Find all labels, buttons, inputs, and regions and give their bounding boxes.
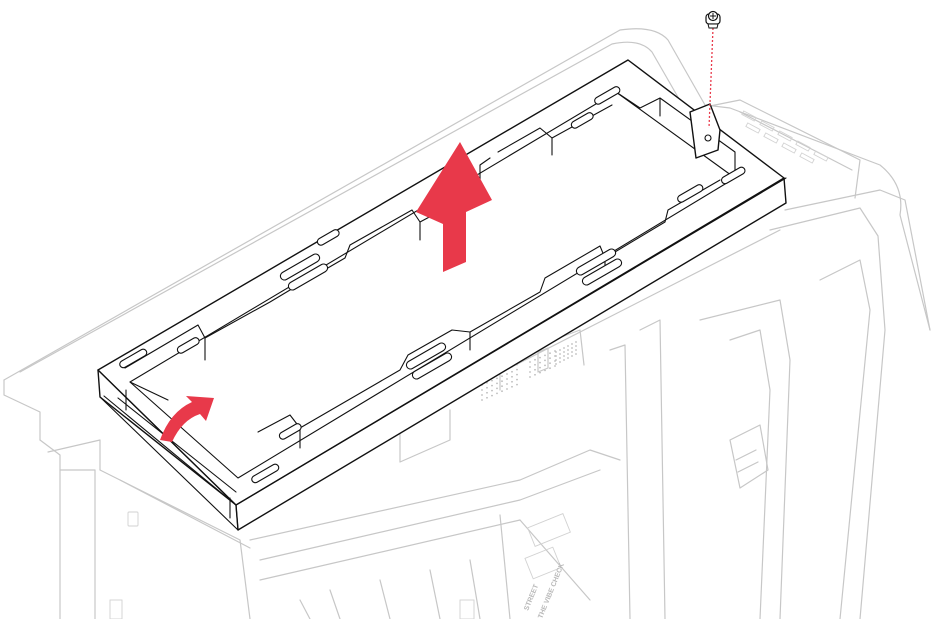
perforation-dot bbox=[563, 355, 565, 357]
perforation-dot bbox=[575, 341, 577, 343]
perforation-dot bbox=[506, 388, 508, 390]
perforation-dot bbox=[496, 377, 498, 380]
perforation-dot bbox=[511, 370, 513, 373]
perforation-dot bbox=[555, 359, 557, 361]
top-vents bbox=[741, 110, 829, 164]
perforation-dot bbox=[511, 385, 513, 388]
perforation-dot bbox=[529, 366, 531, 368]
perforation-dot bbox=[496, 387, 498, 390]
perforation-dot bbox=[496, 392, 498, 395]
perforation-dot bbox=[575, 353, 577, 355]
bracket-slots bbox=[119, 86, 746, 484]
perforation-dot bbox=[511, 375, 513, 378]
perforation-dot bbox=[549, 357, 551, 360]
perforation-dot bbox=[549, 367, 551, 370]
perforation-dot bbox=[544, 354, 546, 357]
perforation-dot bbox=[567, 353, 569, 355]
perforation-dot bbox=[575, 349, 577, 351]
case-engraving-line-2: THE VIBE CHECK bbox=[537, 562, 566, 619]
perforation-dot bbox=[486, 391, 488, 394]
perforation-dot bbox=[506, 383, 508, 385]
perforation-dot bbox=[539, 356, 541, 359]
perforation-dot bbox=[559, 357, 561, 359]
perforation-dot bbox=[506, 373, 508, 375]
perforation-dot bbox=[516, 383, 518, 386]
perforation-dot bbox=[516, 373, 518, 376]
perforation-dot bbox=[491, 389, 493, 392]
perforation-dot bbox=[571, 355, 573, 357]
perforation-dot bbox=[511, 380, 513, 383]
perforation-dot bbox=[506, 378, 508, 380]
perforation-dot bbox=[516, 368, 518, 371]
perforation-dot bbox=[567, 357, 569, 359]
perforation-dot bbox=[563, 347, 565, 349]
perforation-dot bbox=[571, 347, 573, 349]
perforation-dot bbox=[567, 345, 569, 347]
perforation-dot bbox=[549, 362, 551, 365]
perforation-dot bbox=[539, 371, 541, 374]
perforation-dot bbox=[529, 376, 531, 378]
perforation-dot bbox=[501, 390, 503, 393]
perforation-dot bbox=[501, 375, 503, 378]
perforation-dot bbox=[567, 349, 569, 351]
perforation-dot bbox=[554, 365, 556, 367]
perforation-dot bbox=[539, 361, 541, 364]
case-engraving-line-1: STREET bbox=[523, 583, 540, 612]
perforation-dot bbox=[481, 399, 483, 401]
perforation-dot bbox=[563, 359, 565, 361]
perforation-dot bbox=[486, 386, 488, 389]
perforation-dot bbox=[529, 361, 531, 363]
perforation-dot bbox=[544, 364, 546, 367]
perforation-dot bbox=[555, 351, 557, 353]
radiator-bracket bbox=[97, 59, 787, 531]
perforation-dot bbox=[496, 382, 498, 385]
perforation-dot bbox=[575, 345, 577, 347]
perforation-dot bbox=[529, 371, 531, 373]
perforation-dot bbox=[534, 363, 536, 366]
perforation-dot bbox=[516, 378, 518, 381]
arrow-up-icon bbox=[416, 142, 492, 272]
perforation-dot bbox=[559, 349, 561, 351]
perforation-dot bbox=[539, 366, 541, 369]
perforation-dot bbox=[571, 343, 573, 345]
perforation-dot bbox=[491, 384, 493, 387]
perforation-dot bbox=[534, 373, 536, 376]
perforation-dot bbox=[486, 396, 488, 399]
case-badge: STREET THE VIBE CHECK bbox=[523, 513, 571, 619]
perforation-dot bbox=[563, 351, 565, 353]
perforation-dot bbox=[534, 368, 536, 371]
perforation-dot bbox=[549, 352, 551, 355]
perforation-dot bbox=[555, 363, 557, 365]
perforation-dot bbox=[491, 379, 493, 382]
screw-icon bbox=[705, 10, 721, 129]
perforation-dot bbox=[481, 394, 483, 396]
perforation-dot bbox=[481, 389, 483, 391]
perforation-dot bbox=[544, 359, 546, 362]
perforation-dot bbox=[501, 385, 503, 388]
curved-arrow-icon bbox=[160, 396, 214, 442]
perforation-dot bbox=[534, 358, 536, 361]
perforation-dot bbox=[501, 380, 503, 383]
perforation-dot bbox=[571, 351, 573, 353]
perforation-dot bbox=[559, 353, 561, 355]
perforation-dot bbox=[559, 361, 561, 363]
perforation-dot bbox=[491, 394, 493, 397]
perforation-dot bbox=[555, 355, 557, 357]
